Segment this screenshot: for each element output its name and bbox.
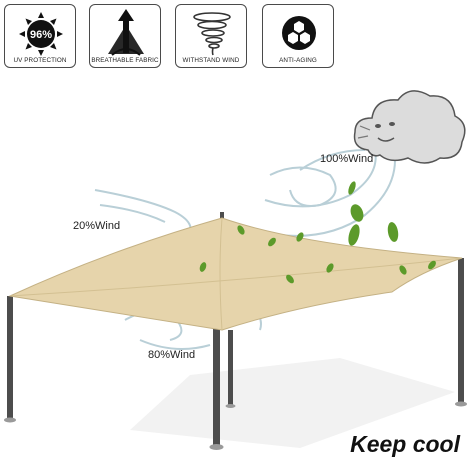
badge-anti-aging: ANTI-AGING: [262, 4, 334, 68]
hexagon-molecule-icon: [282, 16, 316, 50]
uv-percentage: 96%: [30, 29, 52, 41]
wind-label-top-right: 100%Wind: [320, 153, 374, 165]
shade-sail-fabric: [8, 217, 463, 331]
badge-label: BREATHABLE FABRIC: [91, 57, 159, 64]
feature-badges: 96% UV PROTECTION BREATHABLE FABRIC WITH…: [0, 0, 470, 72]
badge-breathable-fabric: BREATHABLE FABRIC: [89, 4, 161, 68]
breathable-arrow-icon: [108, 9, 144, 56]
ground-shadow: [130, 358, 455, 448]
badge-uv-protection: 96% UV PROTECTION: [4, 4, 76, 68]
badge-label: UV PROTECTION: [13, 57, 67, 64]
tornado-icon: [193, 12, 231, 56]
sun-uv-icon: 96%: [19, 12, 63, 56]
wind-label-left: 20%Wind: [73, 220, 121, 232]
badge-withstand-wind: WITHSTAND WIND: [175, 4, 247, 68]
wind-label-bottom: 80%Wind: [148, 349, 196, 361]
blowing-leaves: [199, 181, 436, 284]
badge-label: WITHSTAND WIND: [182, 57, 240, 64]
wind-cloud-icon: [353, 90, 466, 164]
keep-cool-tagline: Keep cool: [350, 431, 460, 457]
badge-label: ANTI-AGING: [279, 57, 317, 64]
